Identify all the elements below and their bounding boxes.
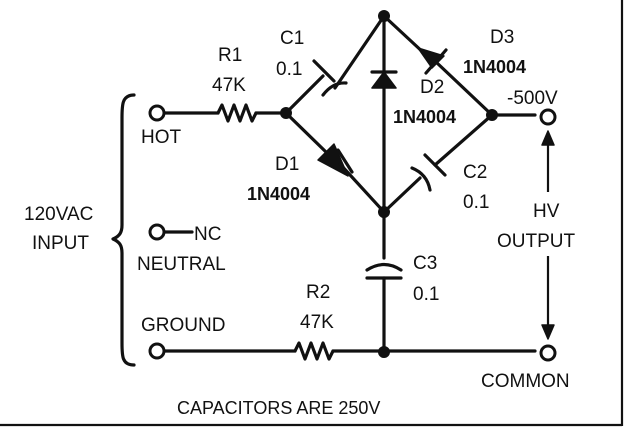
r2-resistor [293, 341, 335, 361]
hot-label: HOT [141, 127, 182, 148]
c1-ref: C1 [280, 28, 304, 49]
common-terminal [539, 344, 557, 362]
c3-capacitor [365, 210, 403, 354]
c3-ref: C3 [413, 253, 437, 274]
hv-label: HV [533, 201, 560, 222]
r2-ref: R2 [306, 282, 330, 303]
ground-line [162, 341, 537, 361]
d3-part: 1N4004 [463, 57, 526, 77]
hv-output-arrow [541, 130, 555, 340]
input-brace [111, 93, 136, 367]
d2-part: 1N4004 [393, 107, 456, 127]
r1-value: 47K [212, 75, 246, 96]
hot-line [162, 103, 288, 123]
c2-capacitor [382, 113, 494, 214]
output-label: OUTPUT [497, 231, 576, 252]
d2-diode [370, 14, 398, 214]
d3-diode [382, 14, 494, 117]
hv-output-terminal [539, 108, 557, 126]
hot-terminal [148, 104, 166, 122]
capacitor-rating-note: CAPACITORS ARE 250V [177, 398, 380, 418]
input-label-line1: 120VAC [24, 204, 93, 225]
ground-label: GROUND [141, 315, 225, 336]
c2-ref: C2 [463, 162, 487, 183]
d1-part: 1N4004 [247, 184, 310, 204]
input-label-line2: INPUT [32, 233, 89, 254]
d1-ref: D1 [275, 154, 299, 175]
node-left [280, 107, 292, 119]
node-top [378, 10, 390, 22]
node-ground [378, 346, 390, 358]
c1-value: 0.1 [276, 59, 302, 80]
nc-label: NC [194, 224, 221, 245]
node-bottom [378, 206, 390, 218]
c3-value: 0.1 [413, 284, 439, 305]
c1-capacitor [284, 14, 386, 115]
output-voltage-label: -500V [507, 88, 558, 109]
ground-terminal [148, 342, 166, 360]
neutral-label: NEUTRAL [137, 254, 226, 275]
common-label: COMMON [481, 371, 570, 392]
d3-ref: D3 [490, 27, 514, 48]
neutral-terminal [148, 223, 166, 241]
c2-value: 0.1 [463, 192, 489, 213]
d2-ref: D2 [420, 77, 444, 98]
r1-resistor [216, 103, 258, 123]
d1-diode [284, 111, 386, 214]
r2-value: 47K [300, 312, 334, 333]
r1-ref: R1 [218, 45, 242, 66]
node-right [486, 109, 498, 121]
